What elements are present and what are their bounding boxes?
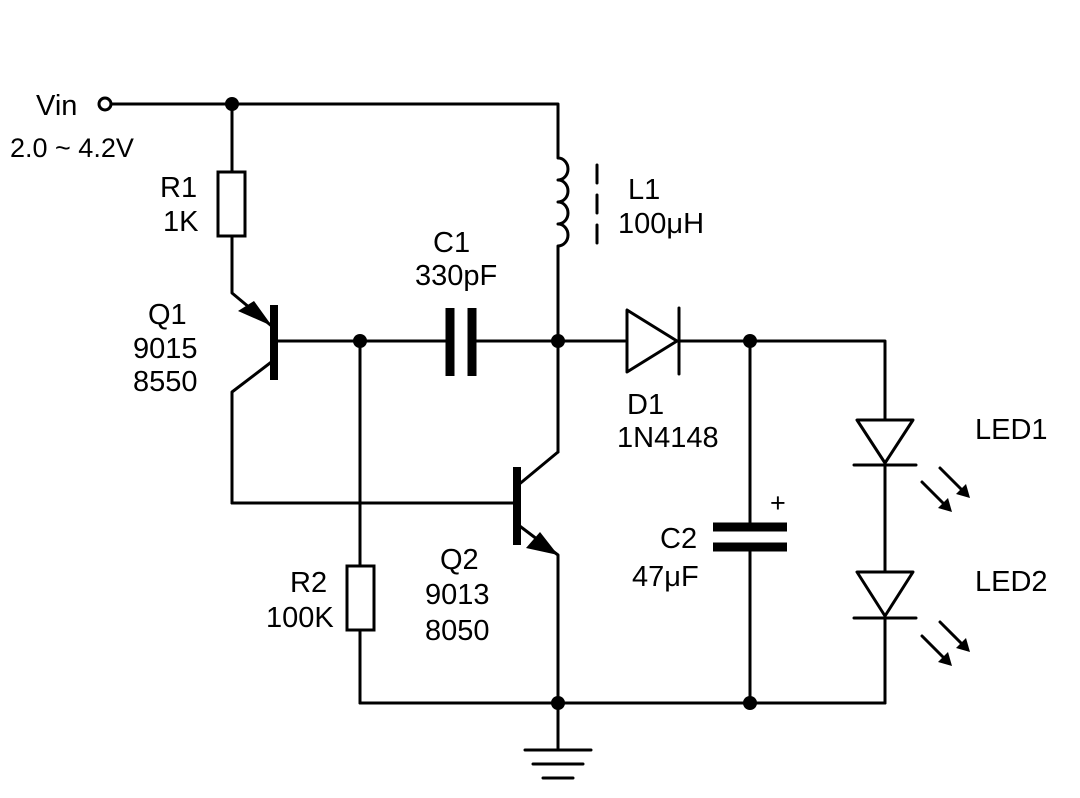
r2-ref-label: R2 (290, 567, 327, 599)
diode-d1 (625, 306, 681, 376)
q1-part1-label: 9015 (133, 333, 198, 365)
transistor-q1 (230, 301, 278, 505)
ground-icon (523, 701, 593, 780)
led1 (852, 418, 970, 512)
vin-terminal (97, 96, 113, 112)
inductor-l1 (556, 116, 599, 343)
q1-ref-label: Q1 (148, 299, 187, 331)
c2-ref-label: C2 (660, 523, 697, 555)
q2-emitter-arrow (526, 532, 558, 555)
q2-ref-label: Q2 (440, 544, 479, 576)
q2-part1-label: 9013 (425, 579, 490, 611)
c2-polarity-label: + (770, 488, 786, 518)
d1-ref-label: D1 (627, 389, 664, 421)
c2-value-label: 47μF (632, 561, 699, 593)
q1-part2-label: 8550 (133, 366, 198, 398)
wire-top-rail (109, 102, 560, 120)
resistor-r1 (216, 170, 247, 238)
led2-light-arrows (920, 620, 970, 666)
q1-emitter-arrow (238, 301, 272, 326)
r1-value-label: 1K (163, 206, 199, 238)
r2-value-label: 100K (266, 602, 334, 634)
l1-ref-label: L1 (628, 174, 660, 206)
led2-ref-label: LED2 (975, 566, 1048, 598)
led1-ref-label: LED1 (975, 414, 1048, 446)
led1-light-arrows (920, 466, 970, 512)
capacitor-c1 (445, 308, 477, 376)
capacitor-c2 (713, 522, 787, 552)
vin-range-label: 2.0 ~ 4.2V (10, 133, 134, 163)
l1-value-label: 100μH (618, 208, 704, 240)
wire-d1-out (677, 339, 887, 422)
d1-value-label: 1N4148 (617, 422, 719, 454)
r1-ref-label: R1 (160, 172, 197, 204)
resistor-r2 (345, 564, 376, 632)
transistor-q2 (513, 450, 560, 705)
q2-part2-label: 8050 (425, 615, 490, 647)
c1-value-label: 330pF (415, 260, 497, 292)
led2 (852, 570, 970, 666)
node-gnd-c2 (743, 696, 757, 710)
c1-ref-label: C1 (433, 227, 470, 259)
vin-label: Vin (36, 90, 77, 122)
